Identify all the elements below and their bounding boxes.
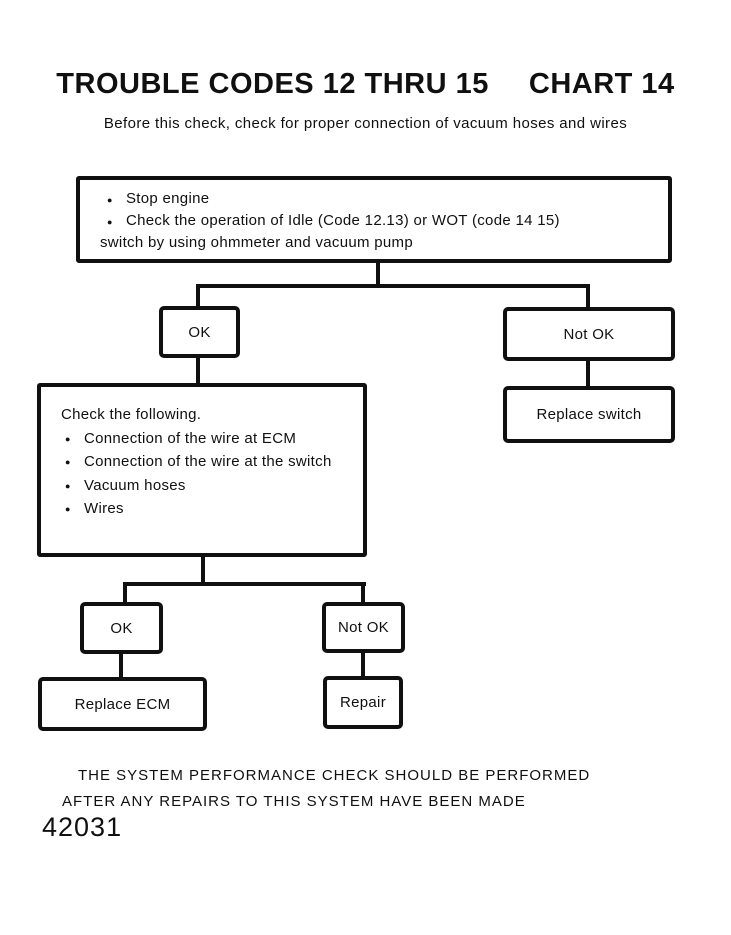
- start-box-text-2: Check the operation of Idle (Code 12.13)…: [126, 212, 560, 229]
- check-box-item: ● Connection of the wire at ECM: [65, 427, 355, 451]
- connector-drop-notok2: [361, 584, 365, 604]
- flow-node-start: ● Stop engine ● Check the operation of I…: [76, 176, 672, 263]
- check-box-item: ● Vacuum hoses: [65, 474, 355, 498]
- start-box-text-1: Stop engine: [126, 190, 210, 207]
- connector-notok1-down: [586, 359, 590, 388]
- bullet-icon: ●: [107, 195, 113, 205]
- flow-node-ok-2: OK: [80, 602, 163, 654]
- check-box-item-text: Wires: [84, 500, 124, 517]
- bullet-icon: ●: [65, 504, 71, 514]
- bullet-icon: ●: [107, 217, 113, 227]
- check-box-item: ● Wires: [65, 497, 355, 521]
- flow-node-repair: Repair: [323, 676, 403, 729]
- page-subtitle: Before this check, check for proper conn…: [103, 115, 628, 132]
- ok2-label: OK: [110, 619, 133, 637]
- start-box-line-2: ● Check the operation of Idle (Code 12.1…: [107, 210, 658, 232]
- connector-drop-notok1: [586, 286, 590, 309]
- check-box-item-text: Connection of the wire at ECM: [84, 429, 297, 447]
- check-box-item: ● Connection of the wire at the switch: [65, 450, 355, 474]
- connector-start-stub: [376, 261, 380, 287]
- page-title-left: TROUBLE CODES 12 THRU 15: [56, 68, 489, 100]
- check-box-item-text: Connection of the wire at the switch: [84, 453, 332, 470]
- footer-note-line-1: THE SYSTEM PERFORMANCE CHECK SHOULD BE P…: [78, 767, 591, 784]
- connector-branch1-horizontal: [196, 284, 590, 288]
- flow-node-check-following: Check the following. ● Connection of the…: [37, 383, 367, 557]
- bullet-icon: ●: [65, 433, 71, 444]
- page-title-chart-number: CHART 14: [528, 68, 675, 100]
- connector-branch2-horizontal: [123, 582, 366, 586]
- bullet-icon: ●: [65, 457, 71, 467]
- ok1-label: OK: [188, 323, 211, 341]
- flow-node-ok-1: OK: [159, 306, 240, 358]
- repair-label: Repair: [340, 694, 386, 711]
- flow-node-replace-switch: Replace switch: [503, 386, 675, 443]
- bullet-icon: ●: [65, 480, 71, 491]
- start-box-text-3: switch by using ohmmeter and vacuum pump: [100, 234, 413, 251]
- connector-notok2-down: [361, 651, 365, 678]
- flow-node-replace-ecm: Replace ECM: [38, 677, 207, 731]
- figure-number: 42031: [42, 812, 123, 842]
- start-box-line-1: ● Stop engine: [107, 188, 658, 210]
- connector-check-stub: [201, 555, 205, 585]
- footer-note-line-2: AFTER ANY REPAIRS TO THIS SYSTEM HAVE BE…: [62, 793, 526, 810]
- page-title: TROUBLE CODES 12 THRU 15 CHART 14: [0, 68, 731, 101]
- notok1-label: Not OK: [563, 325, 615, 343]
- replace-switch-label: Replace switch: [536, 406, 642, 423]
- flow-node-not-ok-1: Not OK: [503, 307, 675, 361]
- connector-drop-ok1: [196, 286, 200, 308]
- notok2-label: Not OK: [338, 619, 389, 636]
- footer-note: THE SYSTEM PERFORMANCE CHECK SHOULD BE P…: [62, 763, 590, 815]
- replace-ecm-label: Replace ECM: [74, 695, 171, 713]
- check-box-heading: Check the following.: [61, 406, 202, 423]
- connector-ok1-down: [196, 356, 200, 385]
- flow-node-not-ok-2: Not OK: [322, 602, 405, 653]
- connector-ok2-down: [119, 652, 123, 679]
- check-box-item-text: Vacuum hoses: [84, 476, 186, 494]
- connector-drop-ok2: [123, 584, 127, 604]
